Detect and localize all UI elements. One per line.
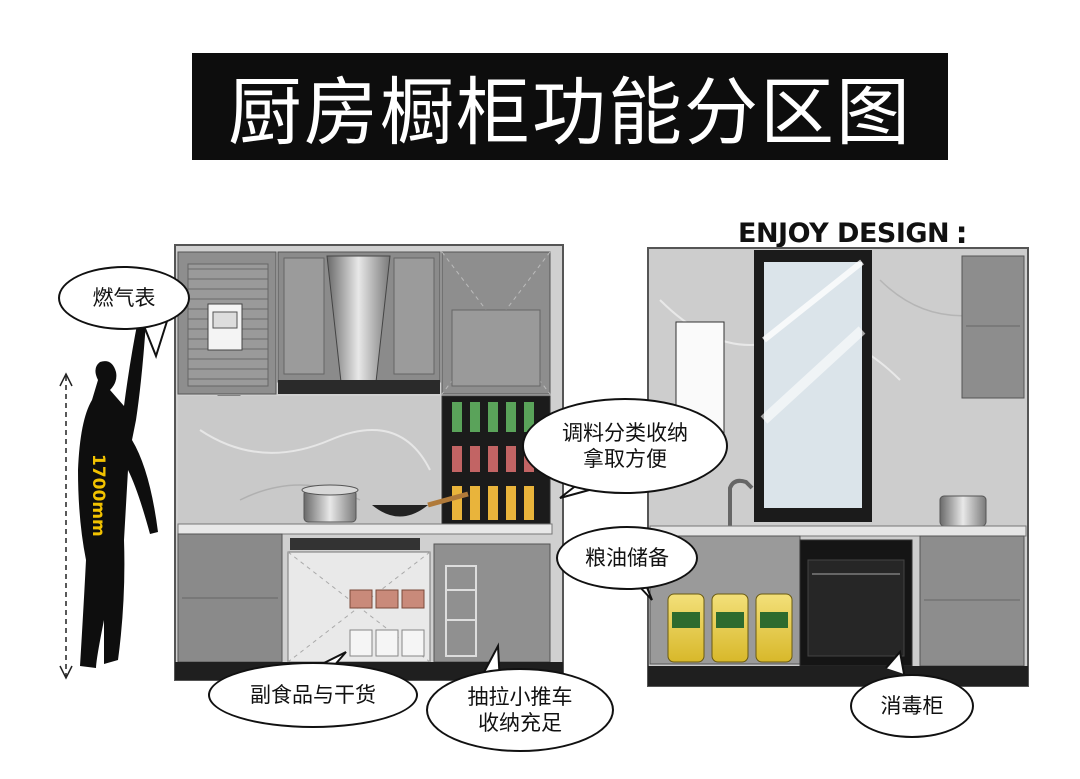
callout-dry-goods: 副食品与干货: [208, 662, 418, 728]
callout-sterilizer-text: 消毒柜: [880, 693, 944, 718]
brand-text: ENJOY DESIGN: [738, 218, 950, 249]
callout-gas-meter-text: 燃气表: [92, 285, 156, 310]
callout-cart-line2: 收纳充足: [478, 711, 562, 735]
callout-grain-oil-text: 粮油储备: [585, 545, 669, 570]
callout-cart: 抽拉小推车 收纳充足: [426, 668, 614, 752]
brand-logo: ENJOY DESIGN:: [738, 216, 968, 251]
callout-sterilizer: 消毒柜: [850, 674, 974, 738]
page-title: 厨房橱柜功能分区图: [192, 53, 948, 160]
left-kitchen-elevation: [174, 244, 564, 681]
callout-dry-goods-text: 副食品与干货: [250, 682, 376, 707]
callout-seasoning: 调料分类收纳 拿取方便: [522, 398, 728, 494]
human-silhouette: [78, 320, 158, 668]
callout-grain-oil: 粮油储备: [556, 526, 698, 590]
callout-seasoning-line1: 调料分类收纳: [562, 420, 688, 445]
brand-colon: :: [955, 216, 968, 251]
height-dimension-label: 1700mm: [88, 453, 108, 537]
callout-gas-meter: 燃气表: [58, 266, 190, 330]
callout-seasoning-line2: 拿取方便: [583, 447, 667, 471]
height-dimension-line: [59, 372, 73, 680]
callout-cart-line1: 抽拉小推车: [467, 684, 573, 709]
